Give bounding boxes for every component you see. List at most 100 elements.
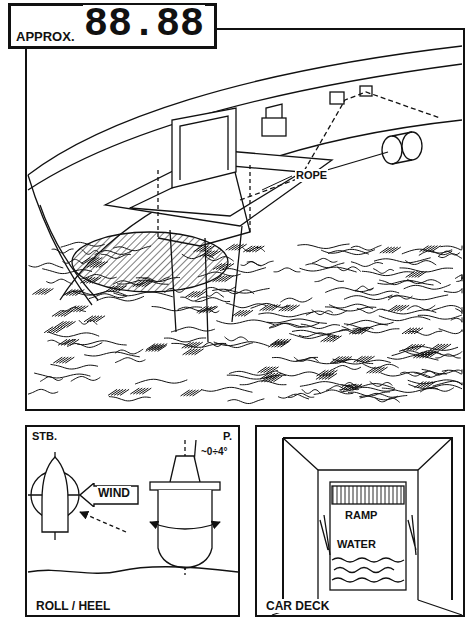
wave-stroke xyxy=(118,286,127,292)
wave-stroke xyxy=(209,307,218,313)
wave-stroke xyxy=(244,310,253,316)
wave-stroke xyxy=(202,343,222,348)
wave-stroke xyxy=(194,342,203,348)
wave-stroke xyxy=(52,249,74,253)
wave-stroke xyxy=(240,381,287,385)
wave-stroke xyxy=(97,296,144,301)
ship-bow xyxy=(172,108,236,188)
wave-stroke xyxy=(42,269,92,274)
ship-bow xyxy=(158,172,250,246)
wave-stroke xyxy=(433,381,462,386)
wave-stroke xyxy=(366,356,375,362)
wave-stroke xyxy=(328,370,337,376)
wave-stroke xyxy=(321,249,369,254)
wave-stroke xyxy=(348,392,390,396)
wave-stroke xyxy=(99,262,108,268)
roll-heel-sketch xyxy=(80,512,126,532)
wave-stroke xyxy=(164,338,206,342)
ship-bow xyxy=(180,116,228,180)
wave-stroke xyxy=(272,305,281,311)
wave-stroke xyxy=(269,323,319,328)
wave-stroke xyxy=(444,289,462,294)
wave-stroke xyxy=(353,384,362,390)
wave-stroke xyxy=(48,332,99,337)
wave-stroke xyxy=(299,333,335,338)
wave-stroke xyxy=(270,367,279,373)
wave-stroke xyxy=(164,288,185,293)
wave-stroke xyxy=(145,281,154,287)
wave-stroke xyxy=(71,376,101,381)
wave-stroke xyxy=(351,262,383,267)
car-deck-sketch xyxy=(272,438,462,615)
wave-stroke xyxy=(29,263,64,268)
wave-stroke xyxy=(225,263,234,269)
wave-stroke xyxy=(206,257,234,262)
wave-stroke xyxy=(280,298,312,303)
wave-stroke xyxy=(379,367,388,373)
arrow-outline xyxy=(80,483,138,507)
wave-stroke xyxy=(152,306,202,310)
side-label: P. xyxy=(222,430,233,443)
wave-stroke xyxy=(158,345,167,351)
wave-stroke xyxy=(272,373,281,379)
wave-stroke xyxy=(258,312,313,317)
angle-label: ~0÷4° xyxy=(200,446,228,458)
wave-stroke xyxy=(67,321,76,327)
wave-stroke xyxy=(333,336,342,342)
wave-stroke xyxy=(101,254,130,258)
wave-stroke xyxy=(28,389,58,394)
wave-stroke xyxy=(225,337,249,342)
car-deck-sketch xyxy=(332,558,404,562)
wave-stroke xyxy=(225,289,254,293)
wave-stroke xyxy=(373,269,394,274)
wave-stroke xyxy=(432,246,441,252)
wave-stroke xyxy=(225,276,234,282)
wave-stroke xyxy=(70,339,79,345)
wave-stroke xyxy=(378,280,434,285)
wave-stroke xyxy=(374,258,431,263)
wave-stroke xyxy=(63,259,85,264)
wave-stroke xyxy=(328,373,337,379)
wave-stroke xyxy=(435,354,460,358)
wave-stroke xyxy=(206,292,224,297)
wave-stroke xyxy=(95,250,133,255)
car-deck-sketch xyxy=(283,438,452,600)
wave-stroke xyxy=(344,295,392,300)
car-deck-sketch xyxy=(318,470,418,600)
wave-stroke xyxy=(267,319,327,323)
wave-stroke xyxy=(344,324,388,328)
wave-stroke xyxy=(312,258,337,263)
wave-stroke xyxy=(135,379,187,384)
wave-stroke xyxy=(291,305,300,311)
wave-stroke xyxy=(300,267,357,272)
roll-heel-sketch xyxy=(150,482,220,490)
wave-stroke xyxy=(109,397,151,401)
roll-heel-sketch xyxy=(28,567,238,574)
wave-stroke xyxy=(414,328,423,334)
ship-bow xyxy=(392,132,412,164)
wave-stroke xyxy=(65,357,74,363)
wave-stroke xyxy=(75,290,84,296)
wave-stroke xyxy=(400,305,409,311)
wave-stroke xyxy=(379,316,430,321)
wave-stroke xyxy=(382,388,438,392)
wave-stroke xyxy=(388,295,448,300)
ship-bow xyxy=(330,92,344,104)
wave-stroke xyxy=(255,246,264,252)
wave-stroke xyxy=(400,371,427,376)
panel-caption: ROLL / HEEL xyxy=(35,599,111,613)
time-caption: APPROX. xyxy=(15,29,76,45)
illustration-panel: ROPE xyxy=(25,28,465,411)
sea-waves xyxy=(28,242,462,403)
wave-stroke xyxy=(381,372,431,377)
leader-line xyxy=(262,176,292,190)
wave-stroke xyxy=(84,352,140,357)
wave-stroke xyxy=(77,341,126,345)
wave-stroke xyxy=(195,298,230,302)
wave-stroke xyxy=(438,254,462,259)
wave-stroke xyxy=(202,287,235,292)
wave-stroke xyxy=(51,364,98,369)
side-label: STB. xyxy=(31,430,58,443)
